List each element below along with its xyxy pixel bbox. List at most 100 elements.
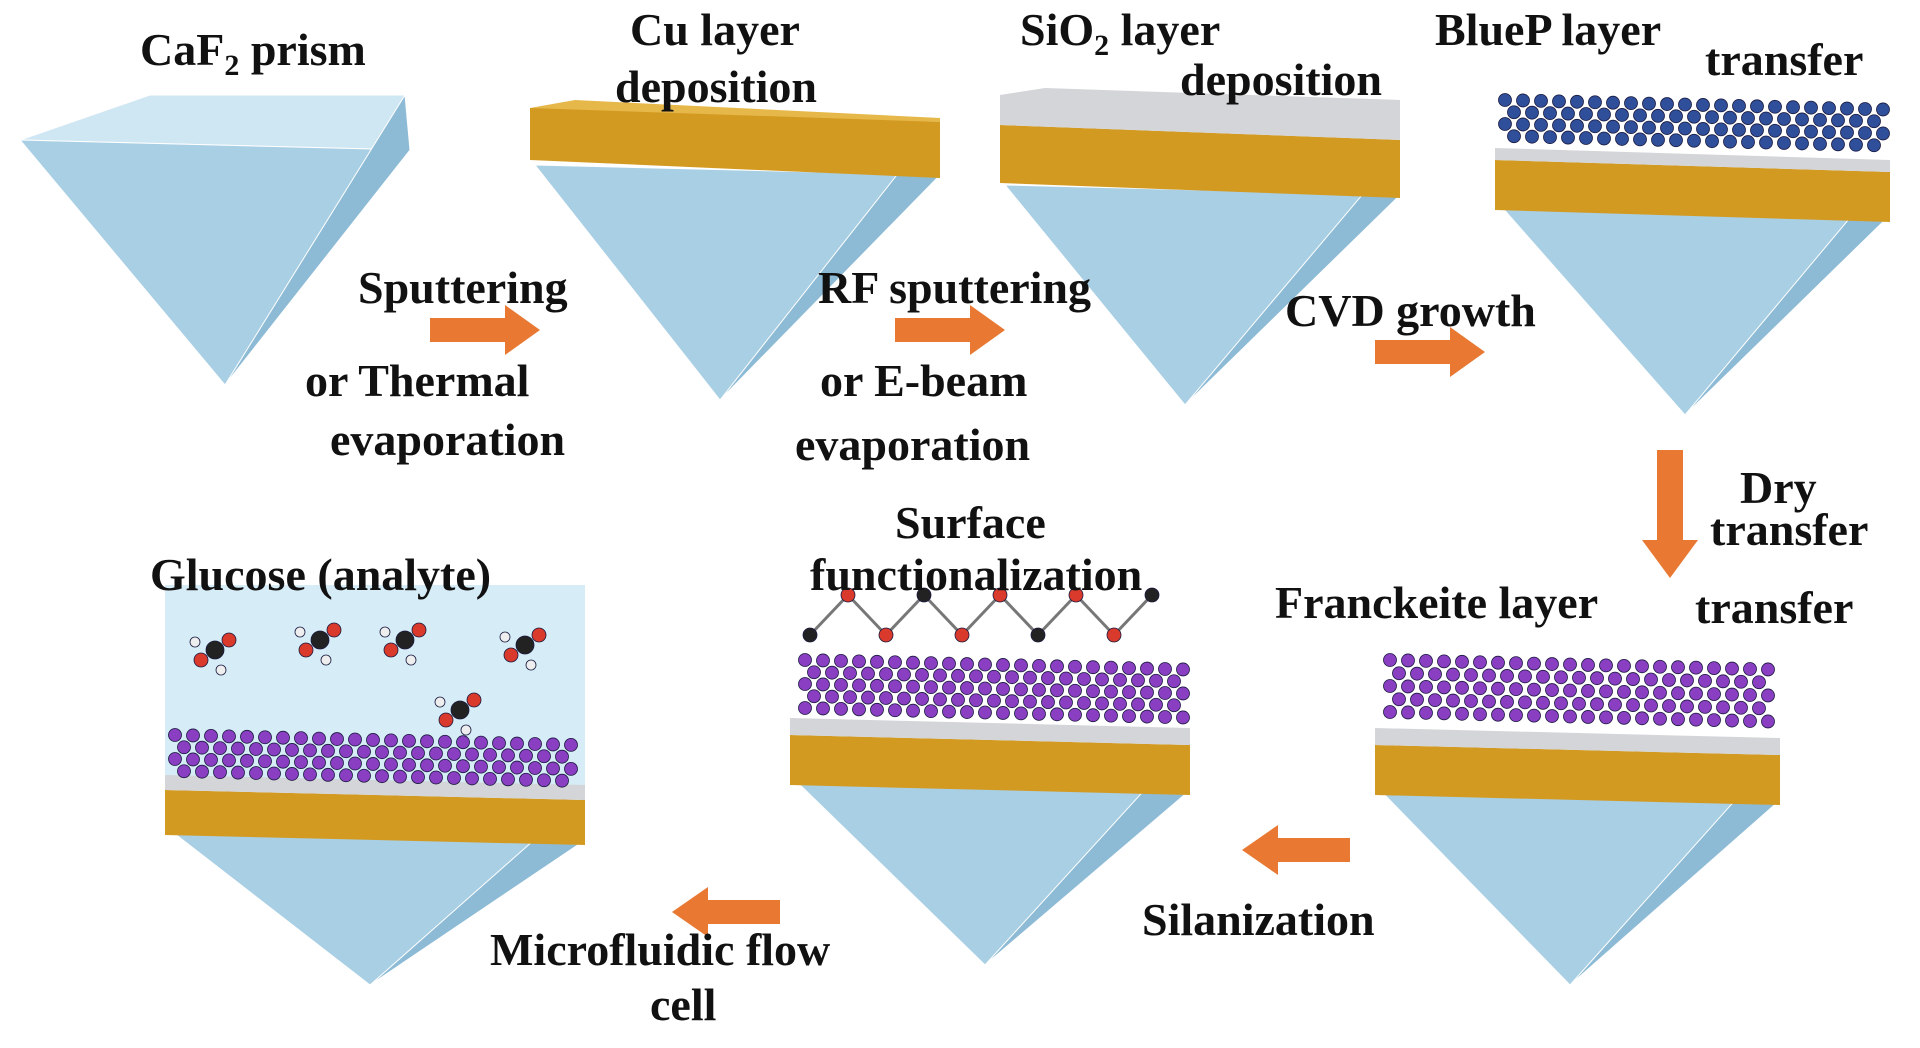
franckeite-atom [1545, 709, 1559, 723]
franckeite-atom [798, 701, 812, 715]
franckeite-atom [1410, 666, 1424, 681]
franckeite-atom [987, 669, 1001, 684]
glucose-hydrogen [320, 654, 332, 666]
franckeite-atom [1509, 656, 1523, 671]
cvd-label: CVD growth [1285, 285, 1536, 336]
franckeite-atom [1653, 659, 1667, 674]
silane-atom [1030, 627, 1046, 643]
franckeite-atom [1617, 658, 1631, 673]
bluep-atom [1849, 113, 1863, 128]
bluep-atom [1741, 135, 1755, 149]
franckeite-atom [1041, 695, 1055, 709]
bluep-atom [1777, 136, 1791, 150]
franckeite-atom [231, 765, 245, 780]
franckeite-atom [258, 754, 272, 769]
franckeite-atom [1383, 705, 1397, 719]
franckeite-atom [528, 761, 542, 775]
sio2-layer [165, 775, 585, 800]
bluep-atom [1570, 118, 1584, 133]
glucose-carbon [515, 635, 535, 655]
bluep-label-line1: BlueP layer [1435, 4, 1661, 55]
franckeite-atom [1617, 710, 1631, 725]
bluep-atom [1750, 99, 1764, 114]
franckeite-atom [1689, 712, 1703, 727]
bluep-atom [1822, 125, 1836, 140]
bluep-atom [1813, 112, 1827, 127]
franckeite-atom [1563, 657, 1577, 672]
rf-line2: or E-beam [820, 355, 1027, 406]
franckeite-atom [1455, 654, 1469, 669]
franckeite-line2: transfer [1695, 582, 1853, 633]
franckeite-atom [1392, 692, 1406, 707]
rf-line3: evaporation [795, 419, 1030, 470]
franckeite-atom [1167, 698, 1181, 713]
franckeite-atom [546, 761, 560, 776]
arrow-right-2 [895, 305, 1005, 355]
surface-line2: functionalization [810, 549, 1142, 600]
franckeite-lattice [1383, 653, 1775, 729]
silane-atom [916, 587, 932, 603]
dry-line1: Dry [1740, 462, 1817, 513]
bluep-atom [1867, 138, 1881, 153]
franckeite-atom [1428, 693, 1442, 708]
franckeite-atom [798, 653, 812, 667]
franckeite-atom [1572, 696, 1586, 711]
franckeite-atom [1005, 694, 1019, 709]
franckeite-atom [348, 732, 362, 747]
glucose-oxygen [438, 712, 454, 728]
franckeite-atom [852, 678, 866, 693]
franckeite-atom [825, 689, 839, 704]
franckeite-atom [465, 747, 479, 762]
franckeite-atom [1671, 686, 1685, 701]
franckeite-atom [834, 702, 848, 716]
franckeite-atom [483, 747, 497, 762]
franckeite-atom [465, 771, 479, 786]
bluep-atom [1822, 101, 1836, 115]
franckeite-lattice [168, 728, 578, 788]
bluep-atom [1651, 132, 1665, 147]
franckeite-atom [1167, 674, 1181, 689]
bluep-atom [1732, 122, 1746, 137]
franckeite-atom [1608, 671, 1622, 686]
franckeite-atom [312, 755, 326, 770]
franckeite-atom [1482, 694, 1496, 709]
franckeite-atom [1437, 680, 1451, 695]
franckeite-atom [1554, 696, 1568, 711]
glucose-label: Glucose (analyte) [150, 549, 491, 600]
franckeite-atom [1014, 682, 1028, 697]
franckeite-atom [366, 757, 380, 771]
franckeite-atom [1401, 705, 1415, 720]
franckeite-atom [1113, 696, 1127, 711]
franckeite-atom [1599, 710, 1613, 725]
franckeite-atom [555, 749, 569, 764]
franckeite-atom [321, 743, 335, 758]
franckeite-atom [249, 742, 263, 756]
franckeite-atom [519, 772, 533, 787]
silane-atom [954, 627, 970, 643]
franckeite-atom [816, 653, 830, 668]
glucose-carbon [205, 640, 225, 660]
bluep-atom [1678, 121, 1692, 136]
bluep-atom [1867, 114, 1881, 129]
franckeite-atom [1149, 673, 1163, 688]
franckeite-atom [375, 745, 389, 760]
bluep-atom [1588, 119, 1602, 134]
franckeite-atom [942, 704, 956, 719]
franckeite-atom [1176, 686, 1190, 701]
franckeite-atom [1068, 659, 1082, 674]
franckeite-atom [1464, 668, 1478, 682]
bluep-atom [1543, 130, 1557, 145]
bluep-atom [1750, 123, 1764, 138]
franckeite-atom [888, 655, 902, 670]
bluep-atom [1570, 94, 1584, 109]
franckeite-atom [1473, 655, 1487, 670]
franckeite-atom [1140, 709, 1154, 724]
franckeite-atom [1032, 706, 1046, 721]
franckeite-atom [1095, 672, 1109, 687]
bluep-lattice [1498, 93, 1890, 153]
franckeite-atom [915, 668, 929, 682]
franckeite-atom [1122, 709, 1136, 723]
bluep-atom [1633, 132, 1647, 147]
franckeite-atom [1419, 706, 1433, 720]
franckeite-atom [1095, 696, 1109, 711]
